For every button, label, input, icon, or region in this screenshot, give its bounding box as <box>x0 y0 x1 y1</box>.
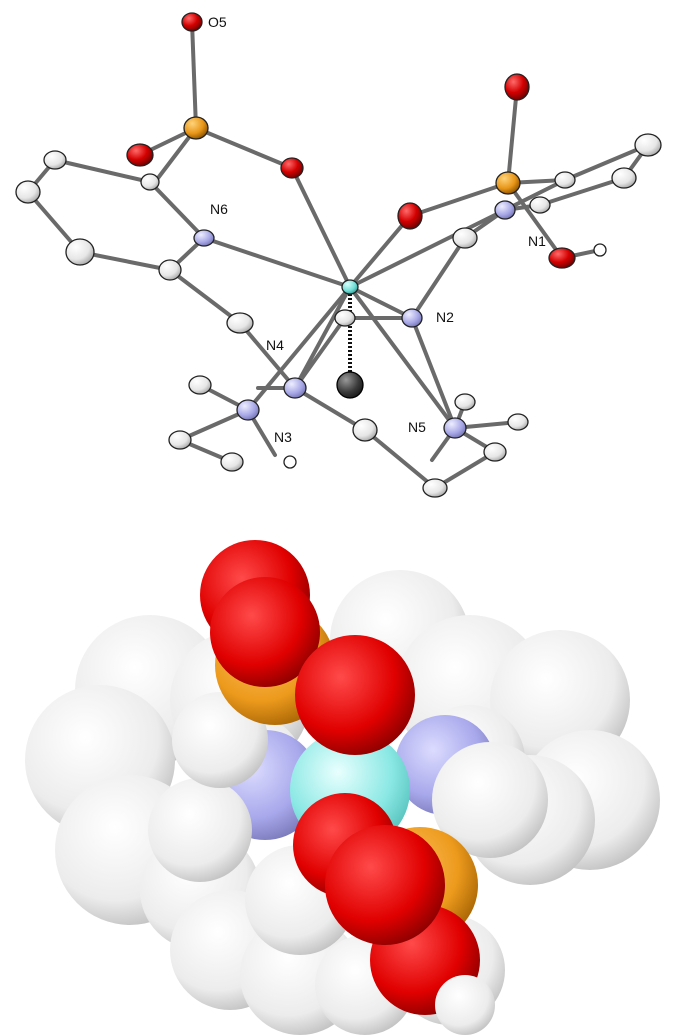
atoms <box>15 12 662 498</box>
carbon-atom <box>507 413 529 431</box>
dummy-atom <box>336 371 364 399</box>
ortep-structure: O5 N6 N1 N2 N4 N3 N5 <box>15 12 662 498</box>
lower-phosphate-group <box>293 793 495 1035</box>
label-n1: N1 <box>528 233 546 249</box>
nitrogen-atom-n4 <box>283 377 307 399</box>
carbon-atom <box>140 173 160 191</box>
label-n6: N6 <box>210 201 228 217</box>
label-n4: N4 <box>266 337 284 353</box>
nitrogen-atom-n6 <box>193 229 215 247</box>
oxygen-sphere <box>295 635 415 755</box>
nitrogen-atom-n3 <box>236 399 260 421</box>
carbon-atom <box>352 418 378 442</box>
atom-labels: O5 N6 N1 N2 N4 N3 N5 <box>208 14 546 445</box>
space-filling-model <box>25 540 660 1035</box>
carbon-atom <box>634 133 662 157</box>
label-o5: O5 <box>208 14 227 30</box>
label-n2: N2 <box>436 309 454 325</box>
carbon-atom <box>226 312 254 334</box>
hydrogen-atom <box>593 243 607 257</box>
carbon-atom <box>168 430 192 450</box>
carbon-sphere <box>432 742 548 858</box>
carbon-atom <box>15 180 41 204</box>
hydrogen-sphere <box>435 975 495 1035</box>
oxygen-atom <box>504 73 530 101</box>
carbon-atom <box>454 393 476 411</box>
carbon-atom <box>334 309 356 327</box>
nitrogen-atom-n2 <box>401 308 423 328</box>
carbon-atom <box>422 478 448 498</box>
oxygen-sphere <box>210 577 320 687</box>
carbon-atom <box>483 442 507 462</box>
nitrogen-atom-n1 <box>494 200 516 220</box>
front-carbon-spheres <box>148 692 548 882</box>
phosphorus-atom <box>183 116 209 140</box>
oxygen-sphere <box>325 825 445 945</box>
carbon-atom <box>529 196 551 214</box>
carbon-atom <box>158 259 182 281</box>
carbon-atom <box>452 227 478 249</box>
oxygen-atom <box>397 202 423 230</box>
oxygen-atom-o5 <box>181 12 203 32</box>
carbon-atom <box>43 150 67 170</box>
label-n3: N3 <box>274 429 292 445</box>
carbon-atom <box>554 171 576 189</box>
carbon-atom <box>65 238 95 266</box>
oxygen-atom <box>126 143 154 167</box>
upper-phosphate-group <box>200 540 415 755</box>
carbon-atom <box>611 167 637 189</box>
phosphorus-atom <box>495 171 521 195</box>
carbon-atom <box>188 375 212 395</box>
carbon-sphere <box>148 778 252 882</box>
oxygen-atom <box>280 157 304 179</box>
carbon-atom <box>220 452 244 472</box>
label-n5: N5 <box>408 419 426 435</box>
hydrogen-atom <box>283 455 297 469</box>
metal-center-atom <box>341 279 359 295</box>
nitrogen-atom-n5 <box>443 417 467 439</box>
oxygen-atom <box>548 247 576 269</box>
